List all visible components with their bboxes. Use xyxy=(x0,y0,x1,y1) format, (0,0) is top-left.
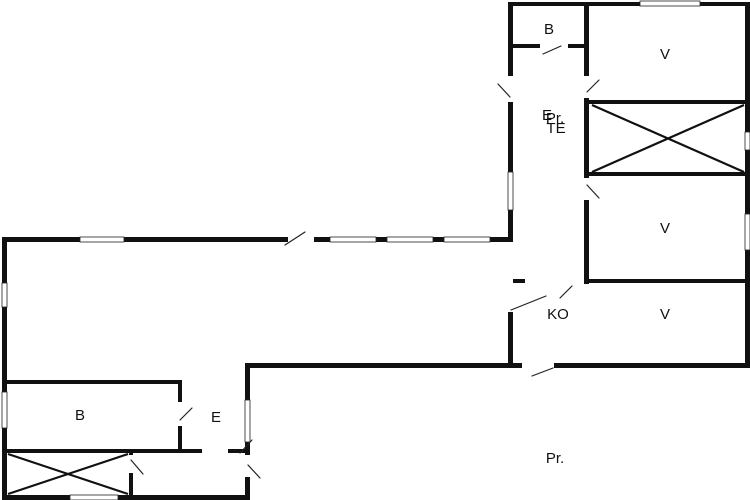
door-gap-column-1 xyxy=(583,76,590,98)
room-label-b-top: B xyxy=(544,21,554,38)
door-gap-ko-bottom xyxy=(522,362,554,369)
window-left-2 xyxy=(1,391,8,429)
room-label-b-bottom: B xyxy=(75,407,85,424)
wall-v-middle-bottom xyxy=(584,279,747,283)
room-label-e-corridor: E xyxy=(542,107,552,124)
shaft-upper xyxy=(589,100,747,174)
wall-bottom xyxy=(2,495,250,500)
wall-v-column xyxy=(584,2,589,284)
wall-right-lower xyxy=(745,282,750,368)
wall-e-bottom-right xyxy=(228,449,250,453)
room-label-ko: KO xyxy=(547,306,569,323)
window-bottom xyxy=(69,494,119,500)
window-left-1 xyxy=(1,282,8,308)
door-gap-b-top xyxy=(540,43,568,49)
window-right-2 xyxy=(744,213,750,251)
wall-step-horizontal xyxy=(245,363,750,368)
door-gap-ko xyxy=(513,278,559,285)
room-label-v-upper: V xyxy=(660,46,670,63)
door-gap-tower-left xyxy=(507,76,514,102)
wall-tower-left xyxy=(508,2,513,242)
wall-b-bottom-top xyxy=(7,380,182,384)
wall-tower-top xyxy=(508,2,750,6)
door-leaf-b-bottom xyxy=(179,407,193,421)
door-leaf-b-top xyxy=(542,45,562,55)
door-leaf-e-bottom xyxy=(239,439,253,454)
window-main-top-2 xyxy=(329,236,377,243)
door-gap-main-top xyxy=(288,236,314,243)
room-label-pr-corridor: Pr. xyxy=(546,110,564,127)
room-labels: B V E Pr. TE V KO V B E Pr. xyxy=(75,21,670,467)
door-gap-column-2 xyxy=(583,178,590,200)
door-gap-b-bottom xyxy=(177,402,183,426)
wall-shaft-bottom xyxy=(589,172,747,176)
window-top-right xyxy=(639,0,701,7)
room-label-e-bottom: E xyxy=(211,409,221,426)
door-leaf-shaft-bottom xyxy=(130,459,144,475)
door-leaf-tower-left xyxy=(497,83,511,98)
door-leaf-column-2 xyxy=(586,184,600,199)
wall-main-top xyxy=(2,237,513,242)
door-gap-shaft-bottom xyxy=(128,455,134,473)
door-leaf-step xyxy=(247,464,261,479)
door-leaf-ko-2 xyxy=(559,285,573,299)
window-main-top-1 xyxy=(79,236,125,243)
wall-b-bottom-bottom xyxy=(7,449,202,453)
room-label-pr-bottom: Pr. xyxy=(546,450,564,467)
door-gaps xyxy=(128,43,590,477)
room-label-v-lower: V xyxy=(660,306,670,323)
door-leaf-ko-bottom xyxy=(531,367,554,377)
door-leaf-ko-1 xyxy=(510,295,547,311)
room-label-te-corridor: TE xyxy=(546,120,565,137)
window-step-vertical xyxy=(244,399,251,443)
window-main-top-4 xyxy=(443,236,491,243)
shaft-lower-diagonal-2 xyxy=(7,452,129,496)
door-leaf-main-top xyxy=(284,231,306,246)
window-tower-left xyxy=(507,171,514,211)
wall-ko-top-corner xyxy=(513,279,525,283)
shaft-lower xyxy=(7,452,129,496)
window-main-top-3 xyxy=(386,236,434,243)
shaft-upper-diagonal-2 xyxy=(591,103,745,174)
window-right-1 xyxy=(744,131,750,151)
wall-ko-left xyxy=(508,310,513,368)
wall-left xyxy=(2,237,7,500)
door-gap-step xyxy=(244,455,251,477)
shaft-upper-top xyxy=(589,100,747,104)
room-label-v-middle: V xyxy=(660,220,670,237)
door-leaf-column-1 xyxy=(586,79,600,93)
door-leaves xyxy=(130,45,600,479)
door-gap-ko-left xyxy=(507,284,514,312)
door-gap-e-bottom xyxy=(202,448,228,454)
